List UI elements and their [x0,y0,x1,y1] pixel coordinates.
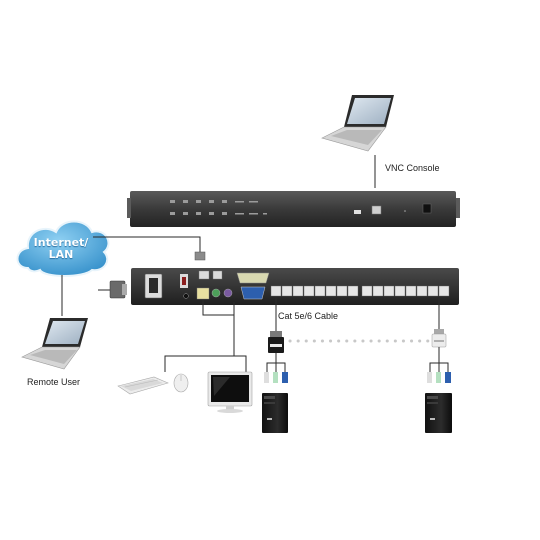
ps2-port [211,288,221,298]
vga-port [240,286,266,300]
console-connectors [164,300,247,372]
serial-port [236,272,270,284]
console-port [212,270,223,280]
remote-user-label: Remote User [27,377,81,387]
lan-connector [93,236,201,253]
kvm-switch-front [127,191,460,227]
kvm-adapter-icon [431,329,447,348]
tower-server-icon [425,393,452,433]
vnc-console-label: VNC Console [385,163,440,173]
power-button [422,203,432,214]
switch-led [354,210,361,214]
kvm-adapter-icon [268,331,284,353]
console-port [371,205,382,215]
laptop-icon [321,95,394,152]
adapter-connectors-right [427,347,451,383]
port-leds-row-top [170,200,258,203]
adapter-connectors-left [264,353,288,383]
mouse-icon [173,373,189,393]
lan-port [198,270,210,280]
port-leds-row-bottom [170,212,267,215]
power-cord-plug [98,280,127,299]
monitor-icon [207,371,253,413]
internet-lan-label: Internet/ LAN [26,237,96,261]
internet-lan-label-line2: LAN [48,248,74,261]
ps2-port [223,288,233,298]
tower-server-icon [262,393,288,433]
internet-lan-label-line1: Internet/ [33,236,89,249]
laptop-icon [21,318,88,370]
keyboard-icon [117,376,169,395]
cable-label: Cat 5e/6 Cable [278,311,339,321]
rj45-port-bank-2 [361,285,450,297]
rj45-port-bank-1 [270,285,359,297]
usb-port [196,287,210,300]
kvm-switch-rear [131,268,459,305]
lan-plug [194,251,206,261]
